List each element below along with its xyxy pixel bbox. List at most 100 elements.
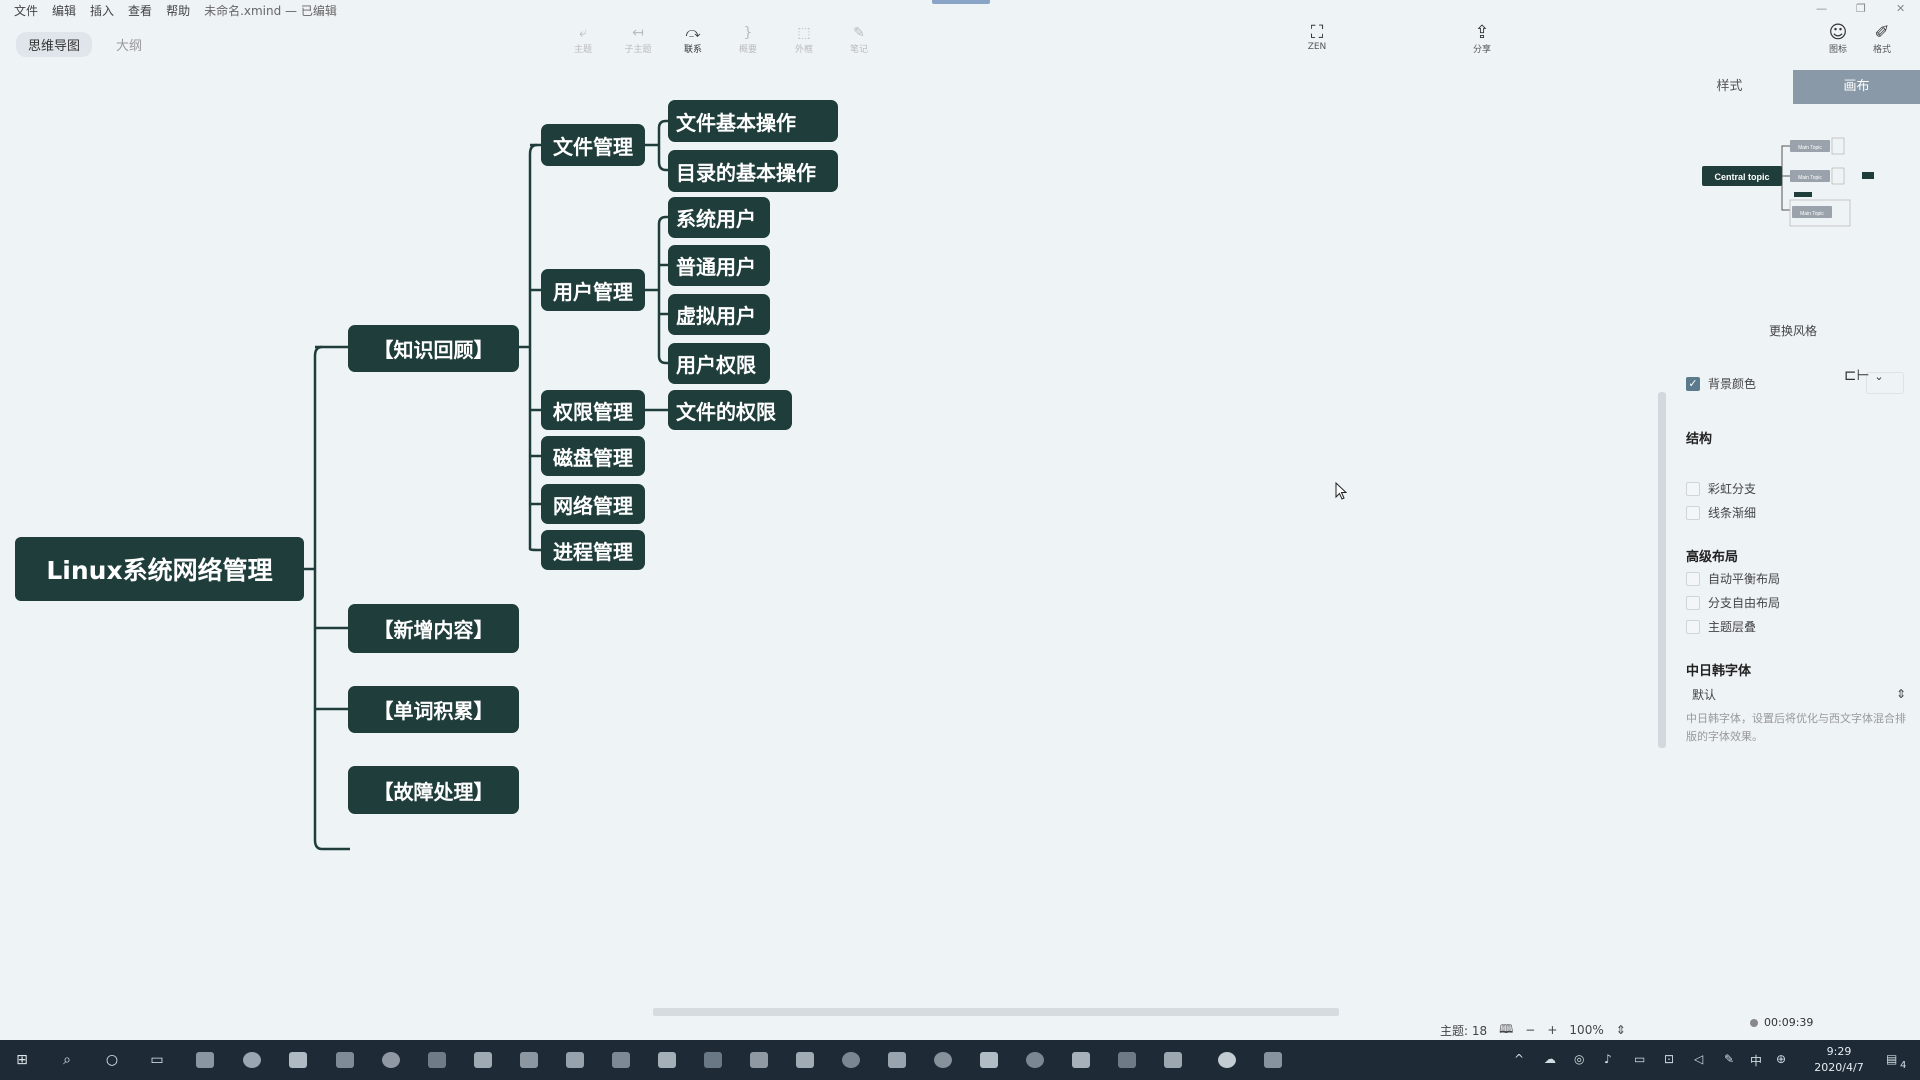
battery-icon[interactable]: ▭ <box>1634 1052 1646 1066</box>
intellij-icon[interactable] <box>520 1052 538 1068</box>
camera-icon[interactable] <box>796 1052 814 1068</box>
subtopic-user-management[interactable]: 用户管理 <box>543 271 643 309</box>
microphone-icon[interactable]: ♪ <box>1604 1052 1612 1066</box>
free-branch-checkbox[interactable] <box>1686 595 1700 610</box>
xshell-icon[interactable] <box>1118 1052 1136 1068</box>
tray-expand-icon[interactable]: ^ <box>1514 1052 1525 1066</box>
note-button[interactable]: ✎笔记 <box>839 24 879 55</box>
auto-balance-checkbox[interactable] <box>1686 571 1700 586</box>
tab-mindmap[interactable]: 思维导图 <box>16 32 93 57</box>
network-icon[interactable]: ⊡ <box>1664 1052 1675 1066</box>
bg-color-checkbox[interactable]: ✓ <box>1686 376 1700 391</box>
rainbow-branch-checkbox[interactable] <box>1686 481 1700 496</box>
subtopic-network-management[interactable]: 网络管理 <box>543 486 643 522</box>
phpstorm-icon[interactable] <box>658 1052 676 1068</box>
topic-file-basic-ops[interactable]: 文件基本操作 <box>670 102 836 140</box>
chrome-icon[interactable] <box>243 1052 261 1068</box>
mindmap-canvas[interactable]: Linux系统网络管理 【知识回顾】 【新增内容】 【单词积累】 【故障处理】 … <box>0 60 1660 1020</box>
tray-app-icon-3[interactable]: ⊕ <box>1776 1052 1787 1066</box>
menu-edit[interactable]: 编辑 <box>52 3 77 18</box>
minimize-icon[interactable]: — <box>1816 2 1827 15</box>
zen-button[interactable]: ⛶ZEN <box>1297 24 1337 53</box>
panel-scrollbar[interactable] <box>1658 392 1666 748</box>
zoom-out-icon[interactable]: − <box>1525 1023 1536 1037</box>
vscode-icon[interactable] <box>704 1052 722 1068</box>
change-style-link[interactable]: 更换风格 <box>1768 324 1817 338</box>
app-icon-17[interactable] <box>934 1052 952 1068</box>
icons-button[interactable]: ☺图标 <box>1818 24 1858 56</box>
branch-vocabulary[interactable]: 【单词积累】 <box>350 688 517 731</box>
chat-icon[interactable] <box>1026 1052 1044 1068</box>
horizontal-scrollbar[interactable] <box>653 1008 1339 1016</box>
app-icon-22[interactable] <box>1164 1052 1182 1068</box>
share-button[interactable]: ⇪分享 <box>1462 24 1502 56</box>
zoom-in-icon[interactable]: + <box>1547 1023 1558 1037</box>
tapered-lines-checkbox[interactable] <box>1686 505 1700 520</box>
app-icon-6[interactable] <box>428 1052 446 1068</box>
branch-new-content[interactable]: 【新增内容】 <box>350 606 517 651</box>
screen-recorder-icon[interactable] <box>1264 1052 1282 1068</box>
windows-start-icon[interactable]: ⊞ <box>16 1052 28 1068</box>
notes-icon[interactable] <box>1072 1052 1090 1068</box>
ime-indicator[interactable]: 中 <box>1750 1054 1763 1068</box>
topic-button[interactable]: ⤶主题 <box>563 24 603 55</box>
topic-file-permission[interactable]: 文件的权限 <box>670 392 790 428</box>
topic-overlap-checkbox[interactable] <box>1686 619 1700 634</box>
tray-app-icon-1[interactable]: ☁ <box>1544 1052 1556 1066</box>
subtopic-button[interactable]: ↤子主题 <box>618 24 658 55</box>
topic-virtual-user[interactable]: 虚拟用户 <box>670 296 768 333</box>
datagrip-icon[interactable] <box>474 1052 492 1068</box>
search-icon[interactable]: ⌕ <box>63 1052 71 1068</box>
zoom-level[interactable]: 100% <box>1569 1023 1604 1037</box>
tab-style[interactable]: 样式 <box>1716 79 1743 94</box>
task-view-icon[interactable]: ▭ <box>150 1052 164 1068</box>
cortana-icon[interactable]: ○ <box>105 1052 119 1068</box>
menu-file[interactable]: 文件 <box>14 3 39 18</box>
topic-dir-basic-ops[interactable]: 目录的基本操作 <box>670 152 836 190</box>
window-drag-handle[interactable] <box>932 0 990 4</box>
branch-knowledge-review[interactable]: 【知识回顾】 <box>350 327 517 370</box>
bg-color-swatch[interactable] <box>1866 372 1904 394</box>
subtopic-file-management[interactable]: 文件管理 <box>543 126 643 164</box>
topic-normal-user[interactable]: 普通用户 <box>670 247 768 284</box>
mail-icon[interactable] <box>336 1052 354 1068</box>
summary-button[interactable]: }概要 <box>728 24 768 55</box>
file-explorer-icon[interactable] <box>196 1052 214 1068</box>
menu-help[interactable]: 帮助 <box>166 3 191 18</box>
tab-canvas[interactable]: 画布 <box>1793 70 1920 104</box>
taskbar-clock[interactable]: 9:29 2020/4/7 <box>1804 1044 1874 1076</box>
map-view-icon[interactable]: 🕮 <box>1499 1021 1514 1036</box>
topic-user-permission[interactable]: 用户权限 <box>670 345 768 382</box>
pycharm-icon[interactable] <box>612 1052 630 1068</box>
xmind-icon[interactable] <box>888 1052 906 1068</box>
central-topic[interactable]: Linux系统网络管理 <box>17 539 302 599</box>
store-icon[interactable] <box>289 1052 307 1068</box>
subtopic-permission-management[interactable]: 权限管理 <box>543 392 643 428</box>
close-icon[interactable]: ✕ <box>1896 2 1906 15</box>
menu-insert[interactable]: 插入 <box>90 3 115 18</box>
style-thumbnail[interactable]: Central topic Main Topic Main Topic Main… <box>1690 130 1900 310</box>
format-button[interactable]: ✐格式 <box>1862 24 1902 56</box>
browser-icon[interactable] <box>382 1052 400 1068</box>
zoom-select-icon[interactable]: ⇕ <box>1615 1023 1626 1037</box>
volume-icon[interactable]: ◁ <box>1694 1052 1704 1066</box>
menu-view[interactable]: 查看 <box>128 3 153 18</box>
cjk-font-select[interactable]: 默认 ⇕ <box>1686 680 1912 708</box>
subtopic-disk-management[interactable]: 磁盘管理 <box>543 438 643 474</box>
notification-icon[interactable]: ▤ <box>1886 1052 1898 1066</box>
subtopic-process-management[interactable]: 进程管理 <box>543 532 643 568</box>
relation-button[interactable]: ⤼联系 <box>673 24 713 55</box>
onenote-icon[interactable] <box>980 1052 998 1068</box>
boundary-button[interactable]: ⬚外框 <box>784 24 824 55</box>
goland-icon[interactable] <box>566 1052 584 1068</box>
maximize-icon[interactable]: ❐ <box>1856 2 1866 15</box>
app-icon-23[interactable] <box>1218 1052 1236 1068</box>
steam-icon[interactable] <box>842 1052 860 1068</box>
app-icon-13[interactable] <box>750 1052 768 1068</box>
topic-system-user[interactable]: 系统用户 <box>670 199 768 236</box>
structure-select[interactable]: ⊏⊢ ⌄ <box>1844 366 1884 384</box>
pen-icon[interactable]: ✎ <box>1724 1052 1735 1066</box>
branch-troubleshooting[interactable]: 【故障处理】 <box>350 768 517 812</box>
tab-outline[interactable]: 大纲 <box>116 39 143 54</box>
tray-app-icon-2[interactable]: ◎ <box>1574 1052 1585 1066</box>
